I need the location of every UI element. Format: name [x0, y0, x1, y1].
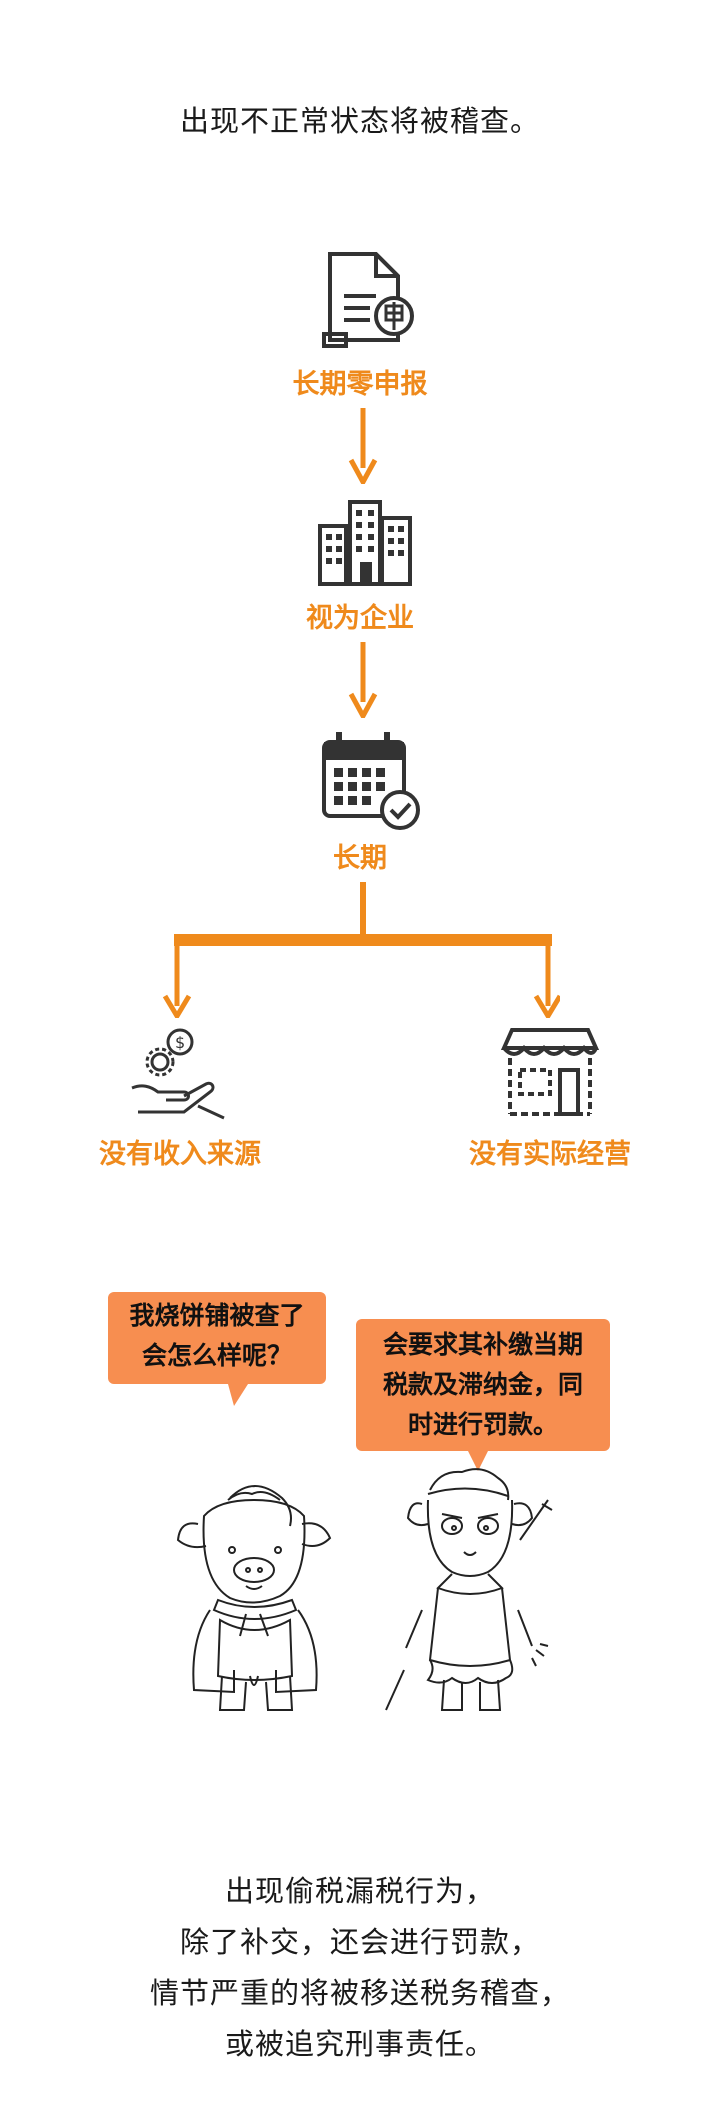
bubble-line: 时进行罚款。	[407, 1410, 558, 1439]
branch-no-income: 没有收入来源	[99, 1139, 261, 1170]
svg-text:$: $	[175, 1033, 185, 1052]
conclusion-text: 出现偷税漏税行为， 除了补交，还会进行罚款， 情节严重的将被移送税务稽查， 或被…	[0, 1866, 720, 2070]
bubble-line: 我烧饼铺被查了	[129, 1301, 305, 1330]
storefront-icon	[500, 1028, 600, 1116]
branch-no-business: 没有实际经营	[469, 1139, 631, 1170]
step-long-term: 长期	[333, 843, 387, 874]
flow-arrow-1	[348, 408, 378, 484]
pig-character-illustration	[176, 1485, 332, 1711]
bubble-line: 税款及滞纳金，同	[382, 1370, 583, 1399]
conclusion-line: 情节严重的将被移送税务稽查，	[149, 1976, 570, 2010]
conclusion-line: 除了补交，还会进行罚款，	[179, 1925, 540, 1959]
speech-bubble-pig: 我烧饼铺被查了 会怎么样呢？	[108, 1292, 326, 1406]
bubble-line: 会怎么样呢？	[141, 1341, 292, 1370]
tax-document-icon	[322, 252, 414, 348]
step-treated-as-enterprise: 视为企业	[306, 603, 414, 634]
intro-text: 出现不正常状态将被稽查。	[179, 104, 540, 138]
bubble-line: 会要求其补缴当期	[382, 1330, 583, 1359]
speech-bubble-monkey: 会要求其补缴当期 税款及滞纳金，同 时进行罚款。	[356, 1319, 610, 1471]
conclusion-line: 或被追究刑事责任。	[224, 2027, 495, 2061]
hand-coin-icon: $	[131, 1028, 225, 1120]
calendar-check-icon	[322, 732, 420, 830]
branch-connector	[162, 882, 560, 1018]
monkey-character-illustration	[385, 1468, 553, 1711]
flow-arrow-2	[348, 642, 378, 718]
buildings-icon	[318, 500, 412, 586]
conclusion-line: 出现偷税漏税行为，	[224, 1874, 495, 1908]
step-long-zero-declaration: 长期零申报	[292, 369, 428, 400]
